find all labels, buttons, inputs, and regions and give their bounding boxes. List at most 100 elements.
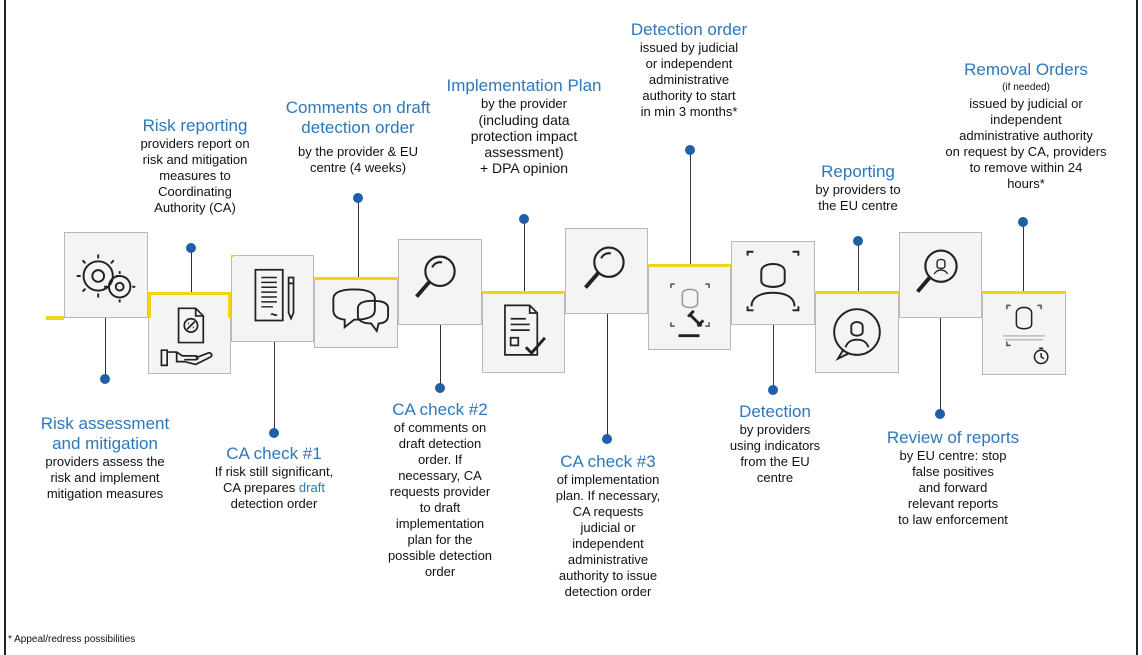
implementation-plan-desc-5: + DPA opinion: [479, 160, 569, 176]
ca-check-3-desc-1: of implementation: [556, 472, 660, 487]
frame-border-left: [4, 0, 6, 655]
ca-check-2-desc-3: order. If: [417, 452, 463, 467]
ca-check-1-title: CA check #1: [226, 444, 322, 463]
risk-assessment-title-1: Risk assessment: [40, 414, 170, 433]
step-box-12: [982, 291, 1066, 375]
risk-reporting-title: Risk reporting: [142, 116, 248, 135]
risk-assessment-title-2: and mitigation: [52, 434, 158, 453]
ca-check-1-desc-2: CA prepares draft: [196, 480, 352, 496]
connector-line: [858, 243, 859, 291]
footnote: * Appeal/redress possibilities: [8, 634, 136, 645]
comments-draft-title-1: Comments on draft: [285, 98, 431, 117]
ca-check-1-label: CA check #1 If risk still significant, C…: [196, 444, 352, 512]
ca-check-2-desc-7: implementation: [395, 516, 485, 531]
draft-link: draft: [298, 480, 325, 495]
face-gavel-icon: [670, 283, 710, 338]
timeline-segment: [314, 277, 398, 280]
timeline-segment: [815, 291, 899, 294]
step-box-5: [398, 239, 482, 325]
implementation-plan-label: Implementation Plan by the provider (inc…: [436, 76, 612, 176]
face-speech-icon: [833, 308, 881, 361]
step-box-2: [148, 292, 231, 374]
timeline-segment: [228, 292, 231, 318]
detection-order-desc-3: administrative: [648, 72, 730, 87]
comments-draft-label: Comments on draft detection order by the…: [282, 98, 434, 176]
ca-check-2-desc-9: possible detection: [387, 548, 493, 563]
risk-assessment-desc-3: mitigation measures: [46, 486, 164, 501]
ca-check-2-desc-6: to draft: [419, 500, 461, 515]
ca-check-2-desc-4: necessary, CA: [398, 468, 482, 483]
ca-check-2-title: CA check #2: [392, 400, 488, 419]
step-box-11: [899, 232, 982, 318]
review-reports-desc-2: false positives: [912, 464, 994, 479]
connector-dot: [435, 383, 445, 393]
step-box-6: [482, 291, 565, 373]
connector-line: [274, 342, 275, 432]
removal-orders-desc-4: on request by CA, providers: [945, 144, 1107, 159]
reporting-desc-2: the EU centre: [818, 198, 898, 213]
step-box-8: [648, 264, 731, 350]
timeline-segment: [148, 292, 151, 318]
comments-draft-desc-2: centre (4 weeks): [309, 160, 407, 175]
risk-reporting-desc-4: Coordinating: [158, 184, 232, 199]
face-timer-icon: [1003, 304, 1049, 365]
risk-assessment-label: Risk assessment and mitigation providers…: [30, 414, 180, 502]
step-box-3: [231, 255, 314, 342]
comments-draft-title-2: detection order: [301, 118, 415, 137]
step-box-7: [565, 228, 648, 314]
removal-orders-note: (if needed): [1002, 82, 1050, 93]
review-reports-desc-1: by EU centre: stop: [899, 448, 1007, 463]
removal-orders-desc-1: issued by judicial or: [969, 96, 1083, 111]
ca-check-1-desc-2a: CA prepares: [223, 480, 299, 495]
detection-desc-2: using indicators: [729, 438, 821, 453]
detection-order-link: detection order: [230, 496, 318, 511]
connector-line: [358, 198, 359, 277]
detection-desc-3: from the EU: [740, 454, 810, 469]
document-check-icon: [504, 304, 546, 356]
connector-line: [607, 314, 608, 438]
risk-assessment-desc-2: risk and implement: [50, 470, 160, 485]
ca-check-3-desc-2: plan. If necessary,: [555, 488, 661, 503]
ca-check-3-desc-8: detection order: [564, 584, 652, 599]
speech-bubbles-icon: [332, 288, 390, 334]
removal-orders-label: Removal Orders (if needed) issued by jud…: [934, 60, 1118, 192]
magnifier-face-icon: [916, 249, 958, 293]
risk-reporting-desc-5: Authority (CA): [154, 200, 236, 215]
ca-check-1-desc-1: If risk still significant,: [214, 464, 334, 479]
connector-dot: [1018, 217, 1028, 227]
timeline-segment: [148, 292, 231, 295]
detection-order-desc-4: authority to start: [642, 88, 736, 103]
connector-line: [940, 318, 941, 414]
detection-order-title: Detection order: [630, 20, 748, 39]
connector-line: [1023, 224, 1024, 291]
reporting-label: Reporting by providers to the EU centre: [788, 162, 928, 214]
detection-desc-4: centre: [756, 470, 794, 485]
ca-check-2-desc-2: draft detection: [398, 436, 482, 451]
risk-reporting-desc-2: risk and mitigation: [142, 152, 248, 167]
connector-dot: [935, 409, 945, 419]
connector-dot: [353, 193, 363, 203]
ca-check-3-label: CA check #3 of implementation plan. If n…: [536, 452, 680, 600]
detection-desc-1: by providers: [739, 422, 811, 437]
removal-orders-title: Removal Orders: [964, 60, 1088, 79]
timeline-segment: [231, 255, 234, 257]
removal-orders-desc-2: independent: [990, 112, 1062, 127]
connector-line: [773, 325, 774, 391]
connector-dot: [519, 214, 529, 224]
step-box-10: [815, 291, 899, 373]
ca-check-3-desc-5: independent: [572, 536, 644, 551]
document-hand-icon: [160, 307, 213, 367]
ca-check-2-desc-8: plan for the: [407, 532, 473, 547]
document-pen-icon: [254, 268, 295, 322]
reporting-desc-1: by providers to: [815, 182, 901, 197]
ca-check-3-desc-7: authority to issue: [558, 568, 658, 583]
ca-check-3-desc-3: CA requests: [572, 504, 644, 519]
removal-orders-desc-5: to remove within 24: [969, 160, 1083, 175]
connector-line: [105, 318, 106, 378]
connector-dot: [685, 145, 695, 155]
connector-line: [524, 221, 525, 291]
step-box-1: [64, 232, 148, 318]
ca-check-2-desc-1: of comments on: [393, 420, 487, 435]
ca-check-3-title: CA check #3: [560, 452, 656, 471]
connector-dot: [853, 236, 863, 246]
